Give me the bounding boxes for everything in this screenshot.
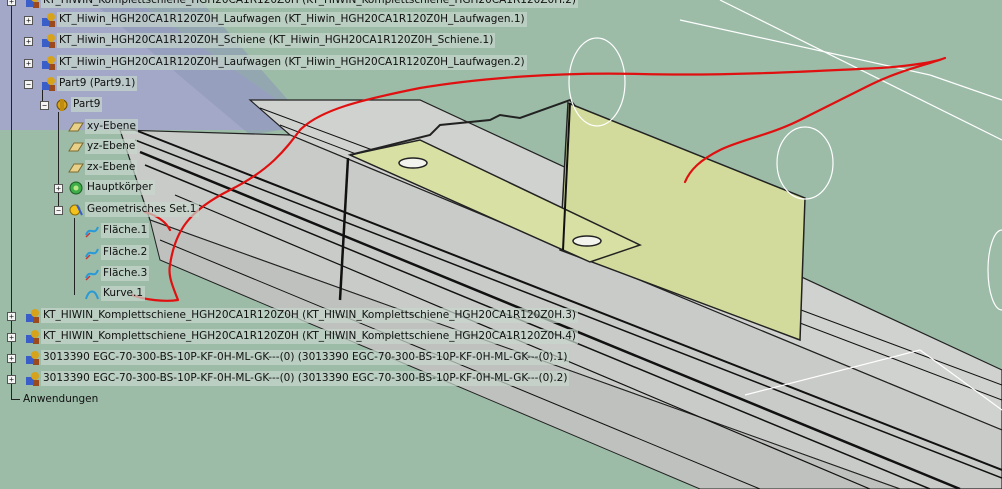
tree-item-label: 3013390 EGC-70-300-BS-10P-KF-0H-ML-GK---… xyxy=(41,350,570,365)
tree-item-geometric-set[interactable]: − Geometrisches Set.1 xyxy=(54,201,199,218)
part-vertical-edge-2 xyxy=(562,102,571,251)
tree-item-label: Hauptkörper xyxy=(85,180,155,195)
tree-item-komplettschiene-3[interactable]: + KT_HIWIN_Komplettschiene_HGH20CA1R120Z… xyxy=(7,307,579,324)
tree-item-komplettschiene-4[interactable]: + KT_HIWIN_Komplettschiene_HGH20CA1R120Z… xyxy=(7,328,579,345)
part-icon xyxy=(54,97,70,113)
tree-item-label: Anwendungen xyxy=(23,393,99,405)
product-icon xyxy=(40,55,56,71)
tree-item-label: Fläche.2 xyxy=(101,245,150,260)
product-icon xyxy=(24,371,40,387)
tree-item-egc-1[interactable]: + 3013390 EGC-70-300-BS-10P-KF-0H-ML-GK-… xyxy=(7,349,570,366)
tree-item-label: KT_Hiwin_HGH20CA1R120Z0H_Schiene (KT_Hiw… xyxy=(57,33,496,48)
tree-item-anwendungen[interactable]: Anwendungen xyxy=(12,391,100,408)
plane-icon xyxy=(68,139,84,155)
tree-item-yz-plane[interactable]: yz-Ebene xyxy=(68,138,138,155)
tree-item-schiene-1[interactable]: + KT_Hiwin_HGH20CA1R120Z0H_Schiene (KT_H… xyxy=(24,32,496,49)
tree-item-label: KT_HIWIN_Komplettschiene_HGH20CA1R120Z0H… xyxy=(41,0,579,8)
plane-icon xyxy=(68,160,84,176)
product-icon xyxy=(40,33,56,49)
product-icon xyxy=(24,350,40,366)
expand-toggle[interactable]: + xyxy=(7,333,16,342)
tree-item-label: KT_Hiwin_HGH20CA1R120Z0H_Laufwagen (KT_H… xyxy=(57,12,527,27)
tree-item-laufwagen-2[interactable]: + KT_Hiwin_HGH20CA1R120Z0H_Laufwagen (KT… xyxy=(24,54,527,71)
expand-toggle[interactable]: + xyxy=(24,37,33,46)
geoset-icon xyxy=(68,202,84,218)
tree-item-label: Kurve.1 xyxy=(101,286,146,301)
expand-toggle[interactable]: + xyxy=(54,184,63,193)
expand-toggle[interactable]: + xyxy=(24,59,33,68)
tree-item-hauptkoerper[interactable]: + Hauptkörper xyxy=(54,179,155,196)
part-face xyxy=(559,101,806,342)
product-icon xyxy=(24,308,40,324)
tree-item-label: KT_Hiwin_HGH20CA1R120Z0H_Laufwagen (KT_H… xyxy=(57,55,527,70)
product-icon xyxy=(40,12,56,28)
collapse-toggle[interactable]: − xyxy=(40,101,49,110)
part-bracket-edge xyxy=(349,98,576,156)
product-icon xyxy=(24,329,40,345)
tree-item-xy-plane[interactable]: xy-Ebene xyxy=(68,118,138,135)
tree-item-laufwagen-1[interactable]: + KT_Hiwin_HGH20CA1R120Z0H_Laufwagen (KT… xyxy=(24,11,527,28)
tree-item-komplettschiene-2[interactable]: + KT_HIWIN_Komplettschiene_HGH20CA1R120Z… xyxy=(7,0,579,9)
part-vertical-edge xyxy=(338,157,350,301)
expand-toggle[interactable]: + xyxy=(24,16,33,25)
tree-item-zx-plane[interactable]: zx-Ebene xyxy=(68,159,138,176)
tree-item-egc-2[interactable]: + 3013390 EGC-70-300-BS-10P-KF-0H-ML-GK-… xyxy=(7,370,570,387)
tree-item-flaeche-2[interactable]: Fläche.2 xyxy=(84,244,150,261)
product-icon xyxy=(40,76,56,92)
tree-item-label: Part9 xyxy=(71,97,103,112)
part-top-plate xyxy=(347,139,642,263)
tree-item-label: Geometrisches Set.1 xyxy=(85,202,199,217)
body-icon xyxy=(68,180,84,196)
tree-connector-end xyxy=(12,399,20,400)
expand-toggle[interactable]: + xyxy=(7,312,16,321)
tree-item-kurve-1[interactable]: Kurve.1 xyxy=(84,285,146,302)
collapse-toggle[interactable]: − xyxy=(54,206,63,215)
curve-icon xyxy=(84,286,100,302)
tree-item-label: KT_HIWIN_Komplettschiene_HGH20CA1R120Z0H… xyxy=(41,329,579,344)
bolt-hole-1 xyxy=(398,157,428,169)
expand-toggle[interactable]: + xyxy=(7,375,16,384)
tree-item-label: 3013390 EGC-70-300-BS-10P-KF-0H-ML-GK---… xyxy=(41,371,570,386)
tree-item-label: Fläche.3 xyxy=(101,266,150,281)
surface-icon xyxy=(84,223,100,239)
product-icon xyxy=(24,0,40,9)
expand-toggle[interactable]: + xyxy=(7,0,16,6)
tree-item-part9[interactable]: − Part9 xyxy=(40,96,103,113)
bolt-hole-2 xyxy=(572,235,602,247)
tree-item-label: zx-Ebene xyxy=(85,160,138,175)
plane-icon xyxy=(68,119,84,135)
tree-item-flaeche-3[interactable]: Fläche.3 xyxy=(84,265,150,282)
surface-icon xyxy=(84,245,100,261)
tree-item-label: Part9 (Part9.1) xyxy=(57,76,138,91)
tree-item-label: yz-Ebene xyxy=(85,139,138,154)
tree-item-flaeche-1[interactable]: Fläche.1 xyxy=(84,222,150,239)
tree-item-label: Fläche.1 xyxy=(101,223,150,238)
tree-item-label: xy-Ebene xyxy=(85,119,138,134)
surface-icon xyxy=(84,266,100,282)
tree-item-label: KT_HIWIN_Komplettschiene_HGH20CA1R120Z0H… xyxy=(41,308,579,323)
collapse-toggle[interactable]: − xyxy=(24,80,33,89)
expand-toggle[interactable]: + xyxy=(7,354,16,363)
tree-item-part9-instance[interactable]: − Part9 (Part9.1) xyxy=(24,75,138,92)
